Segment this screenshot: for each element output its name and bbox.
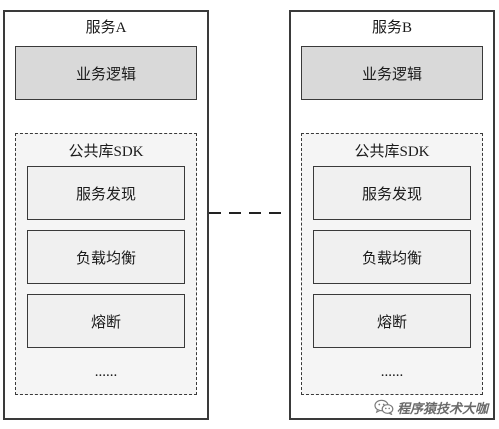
service-b-module-circuit-breaker: 熔断 xyxy=(313,294,471,348)
service-b-sdk-title: 公共库SDK xyxy=(354,144,430,160)
service-a-module-circuit-breaker: 熔断 xyxy=(27,294,185,348)
service-a-title: 服务A xyxy=(85,20,127,36)
service-a-box: 服务A 业务逻辑 公共库SDK 服务发现 负载均衡 熔断 ...... xyxy=(3,10,209,420)
service-a-sdk-box: 公共库SDK 服务发现 负载均衡 熔断 ...... xyxy=(15,133,197,395)
watermark-text: 程序猿技术大咖 xyxy=(397,400,489,416)
service-a-more-ellipsis: ...... xyxy=(94,364,118,380)
service-b-title: 服务B xyxy=(371,20,412,36)
service-b-more-ellipsis: ...... xyxy=(380,364,404,380)
service-a-business-logic: 业务逻辑 xyxy=(15,46,197,100)
wechat-icon xyxy=(374,399,394,415)
service-b-module-load-balancing: 负载均衡 xyxy=(313,230,471,284)
service-b-business-logic: 业务逻辑 xyxy=(301,46,483,100)
service-b-box: 服务B 业务逻辑 公共库SDK 服务发现 负载均衡 熔断 ...... xyxy=(289,10,495,420)
dashed-connector xyxy=(209,212,289,214)
service-a-module-load-balancing: 负载均衡 xyxy=(27,230,185,284)
service-a-sdk-title: 公共库SDK xyxy=(68,144,144,160)
service-b-sdk-box: 公共库SDK 服务发现 负载均衡 熔断 ...... xyxy=(301,133,483,395)
service-a-module-service-discovery: 服务发现 xyxy=(27,166,185,220)
service-b-module-service-discovery: 服务发现 xyxy=(313,166,471,220)
watermark: 程序猿技术大咖 xyxy=(374,398,488,416)
